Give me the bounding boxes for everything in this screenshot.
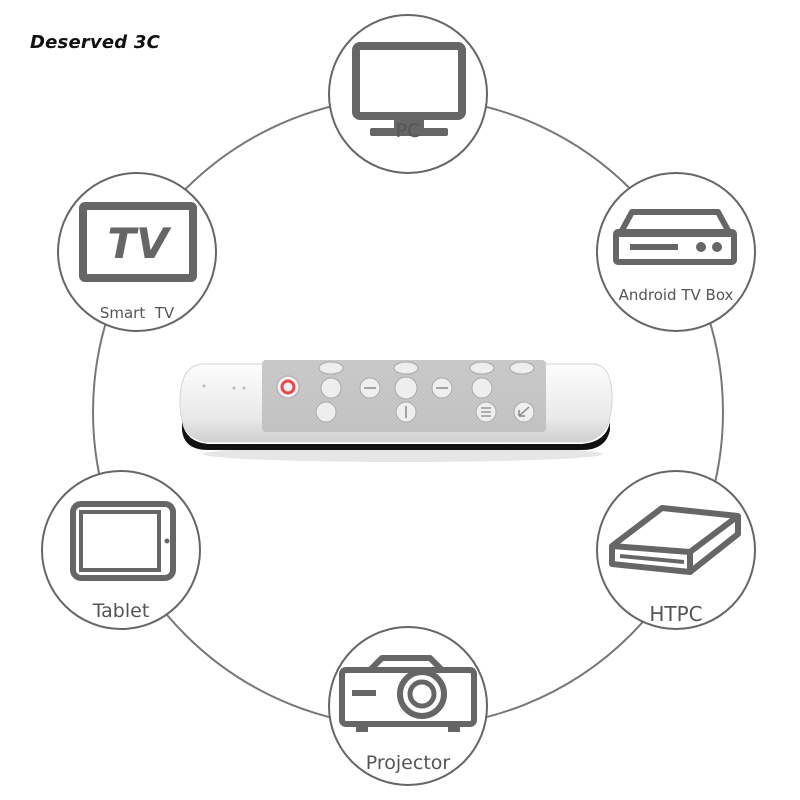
htpc-box-icon: [609, 505, 741, 575]
ok-button[interactable]: [394, 376, 418, 400]
device-pc: PC: [328, 14, 488, 174]
tablet-icon: [70, 501, 176, 581]
device-label: Projector: [365, 752, 451, 774]
power-icon: [280, 379, 296, 395]
watermark-text: Deserved 3C: [30, 32, 160, 53]
tv-icon: TV: [79, 202, 197, 282]
device-smart-tv: TV Smart TV: [57, 172, 217, 332]
set-top-box-icon: [613, 209, 737, 265]
device-label: Android TV Box: [618, 286, 734, 304]
device-android-tv-box: Android TV Box: [596, 172, 756, 332]
device-label: Tablet: [92, 600, 150, 622]
device-label: HTPC: [649, 602, 703, 626]
home-button[interactable]: [471, 377, 493, 399]
settings-button[interactable]: [509, 361, 535, 375]
device-label: Smart TV: [99, 304, 175, 322]
device-htpc: HTPC: [596, 470, 756, 630]
back-button[interactable]: [469, 361, 495, 375]
up-button[interactable]: [393, 361, 419, 375]
air-mouse-remote: [179, 360, 613, 462]
device-label: PC: [395, 120, 421, 142]
browser-button[interactable]: [315, 401, 337, 423]
tv-screen-text: TV: [107, 219, 172, 268]
mute-button[interactable]: [318, 361, 344, 375]
remote-base: [182, 422, 610, 450]
device-tablet: Tablet: [41, 470, 201, 630]
device-projector: Projector: [328, 626, 488, 786]
projector-icon: [339, 655, 477, 732]
voice-button[interactable]: [320, 377, 342, 399]
menu-icon: [481, 407, 491, 417]
power-button[interactable]: [276, 375, 300, 399]
cursor-icon: [518, 406, 530, 417]
monitor-icon: [352, 42, 466, 136]
